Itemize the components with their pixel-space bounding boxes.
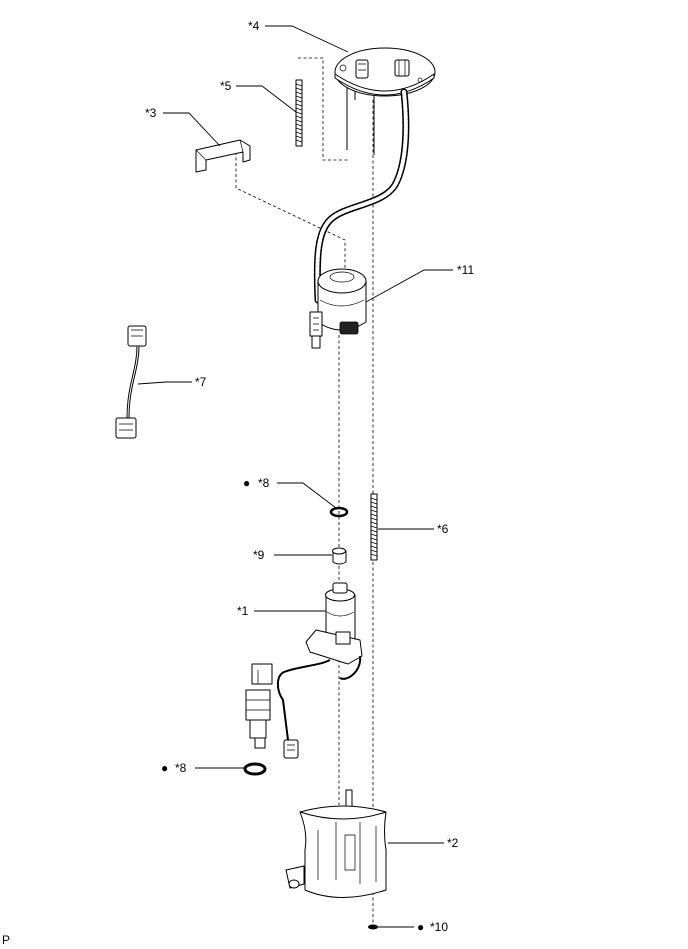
part-8-oring-lower [243,762,267,776]
part-2-reservoir [285,789,387,898]
callout-4: *4 [248,19,260,33]
part-6-stud [370,493,378,561]
leader-lines [137,25,453,928]
callout-11: *11 [457,263,474,277]
callout-8-lower: *8 [175,761,187,775]
part-11-hose [313,88,410,304]
part-11-filter [309,268,367,349]
bullet-8-lower: ● [161,761,168,775]
callout-7: *7 [195,375,207,389]
part-9-spacer [332,547,347,565]
callout-3: *3 [145,106,157,120]
callout-9: *9 [253,548,265,562]
callout-6: *6 [437,522,449,536]
callout-5: *5 [220,79,232,93]
part-4-flange [334,47,436,155]
callout-8-upper: *8 [258,476,270,490]
part-1-pump [245,582,363,759]
callout-2: *2 [447,836,459,850]
callout-1: *1 [237,604,249,618]
bullet-10: ● [417,920,424,934]
part-10-clip [368,924,378,930]
part-7-harness [115,325,147,439]
callout-labels: *4 *5 *3 *11 *7 ● *8 *6 *9 *1 ● *8 *2 ● … [2,19,474,947]
bullet-8-upper: ● [243,476,250,490]
part-8-oring-upper [329,506,349,518]
part-3-bracket [195,139,251,173]
corner-code: P [2,933,10,947]
callout-10: *10 [430,920,448,934]
part-5-stud [295,79,303,147]
